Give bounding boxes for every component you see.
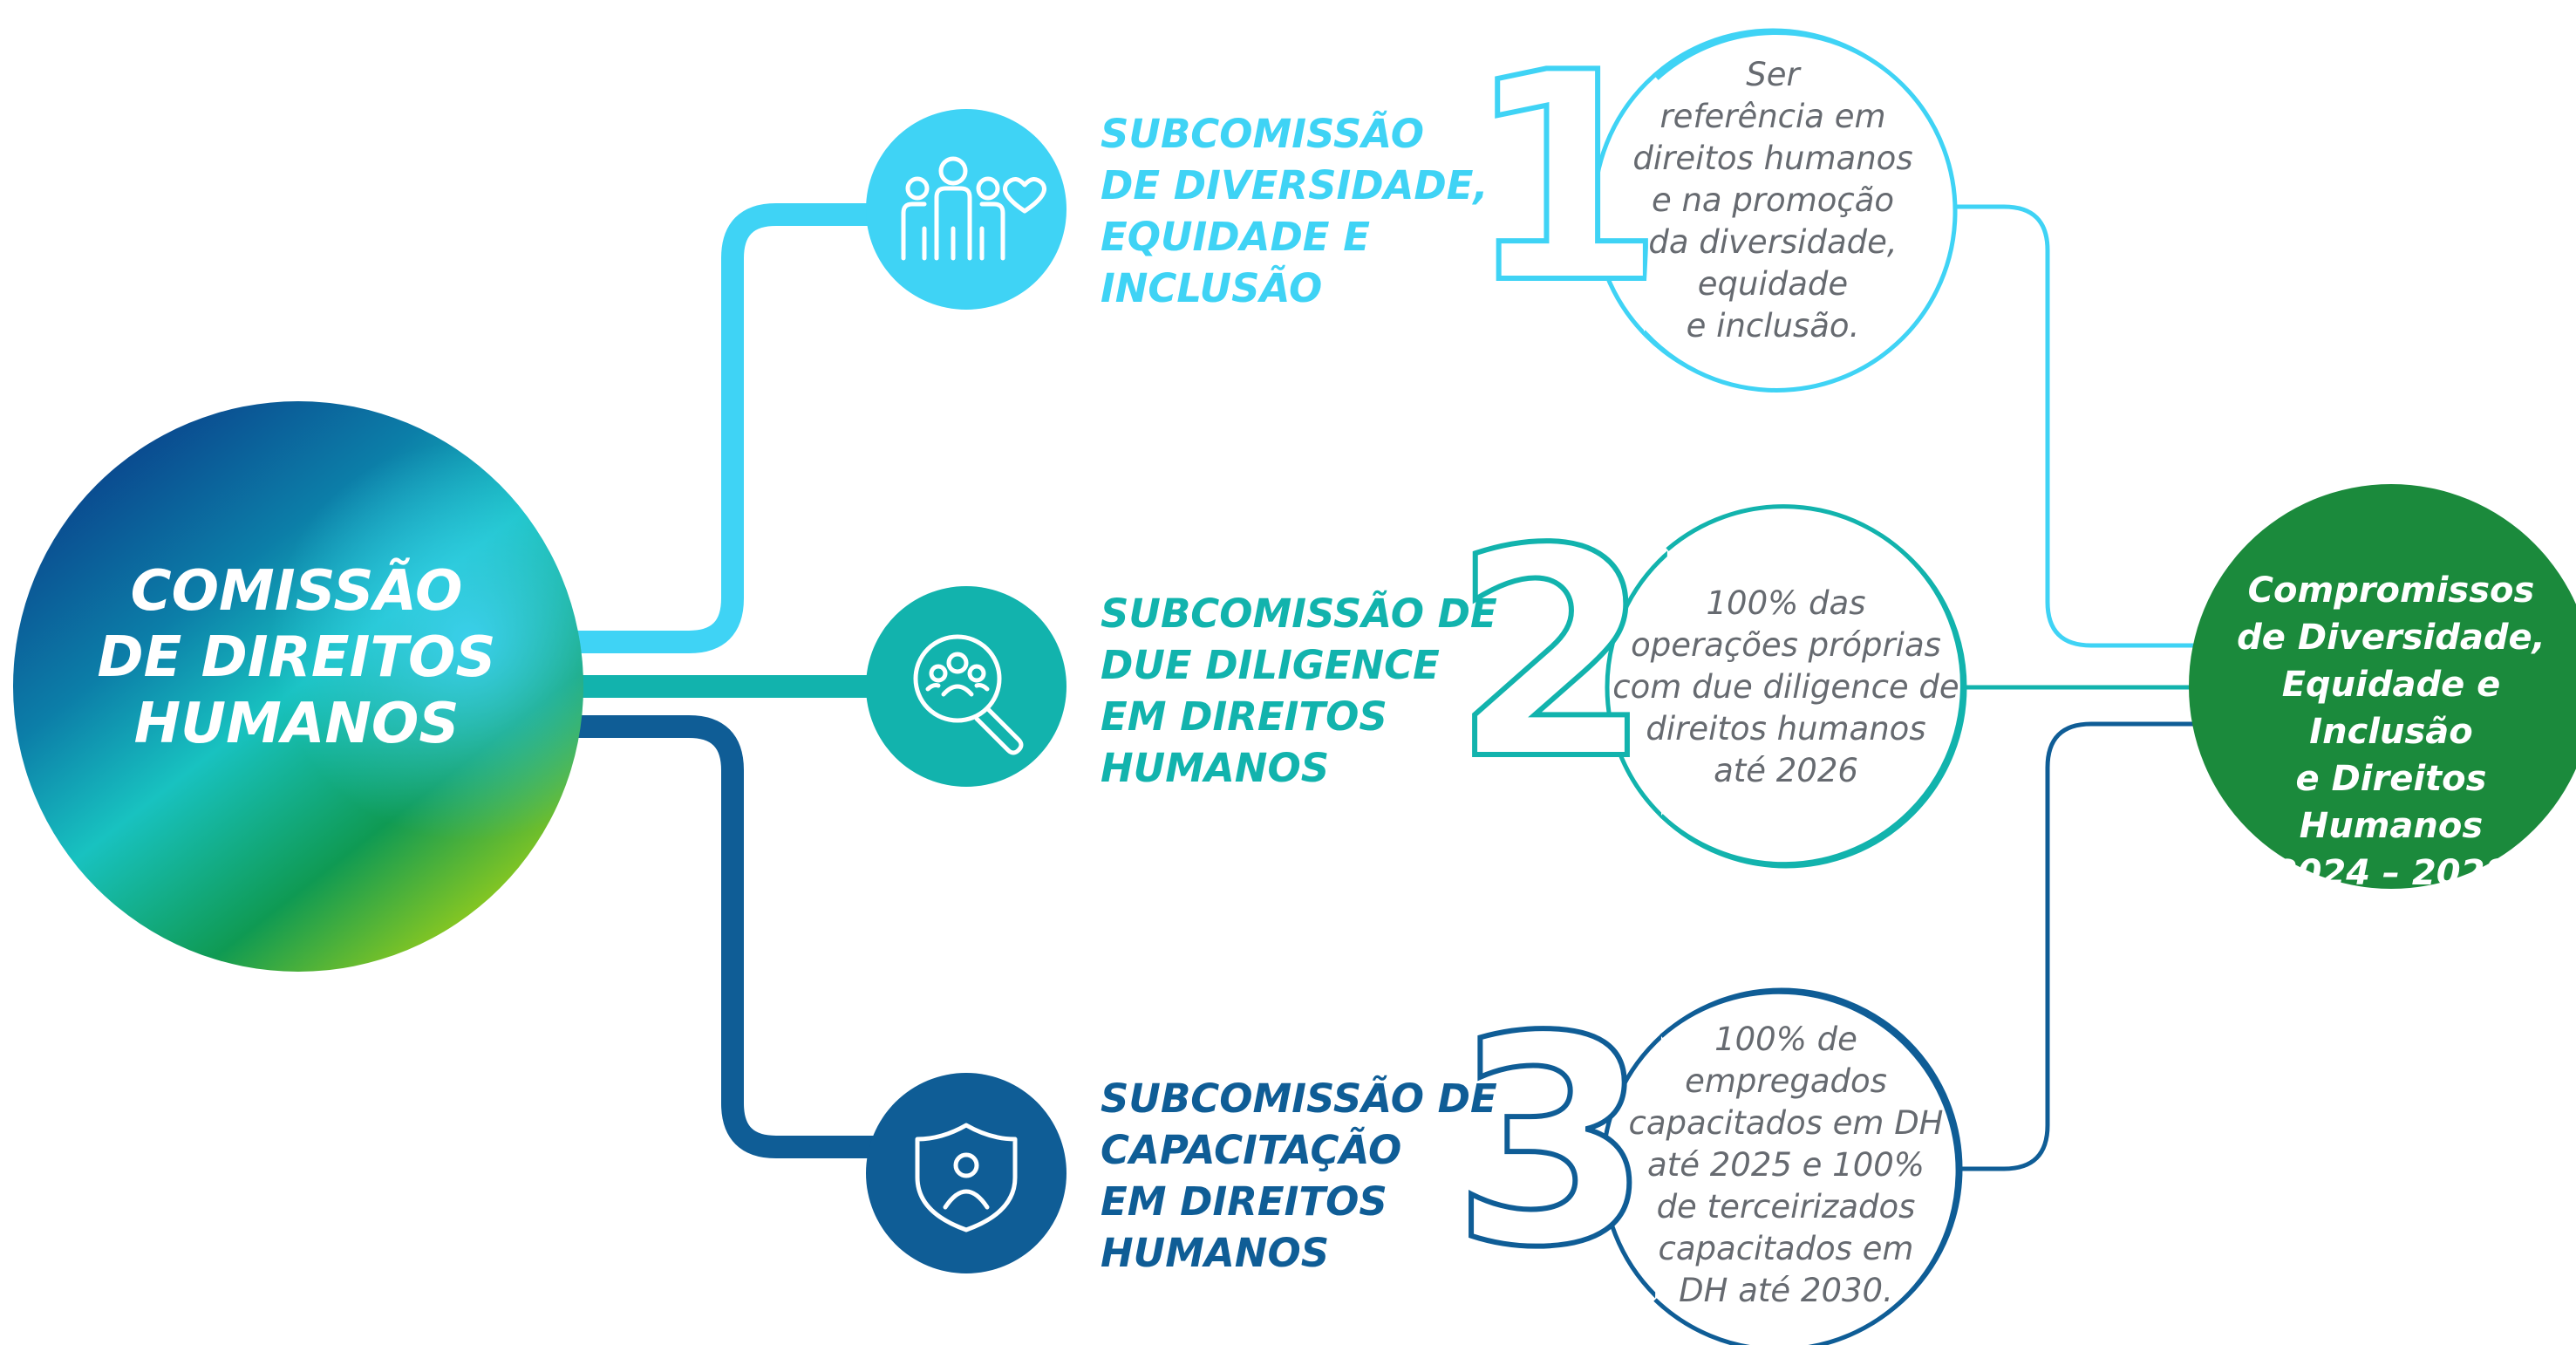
- connector-goal-3: [1960, 721, 2232, 1171]
- subcommittee-circle-1: [866, 109, 1067, 310]
- subcommittee-circle-3: [866, 1073, 1067, 1273]
- goal-number-1: 1: [1462, 11, 1668, 346]
- goal-number-2: 2: [1449, 488, 1655, 823]
- connector-cyan: [558, 203, 924, 653]
- goal-number-3: 3: [1449, 975, 1655, 1310]
- connector-blue: [558, 715, 924, 1158]
- subcommittee-title-2: SUBCOMISSÃO DE DUE DILIGENCE EM DIREITOS…: [1101, 591, 1497, 791]
- commitments-circle: [2189, 484, 2576, 889]
- subcommittee-circle-2: [866, 586, 1067, 787]
- goal-text-1: Ser referência em direitos humanos e na …: [1632, 56, 1913, 345]
- goal-text-2: 100% das operações próprias com due dili…: [1612, 584, 1959, 789]
- people-search-icon: [913, 634, 1024, 755]
- subcommittee-title-1: SUBCOMISSÃO DE DIVERSIDADE, EQUIDADE E I…: [1101, 111, 1489, 311]
- main-title: COMISSÃO DE DIREITOS HUMANOS: [97, 559, 496, 756]
- goal-text-3: 100% de empregados capacitados em DH até…: [1628, 1021, 1944, 1309]
- shield-person-icon: [915, 1123, 1018, 1232]
- connector-goal-1: [1952, 204, 2232, 648]
- commitments-title: Compromissos de Diversidade, Equidade e …: [2237, 570, 2545, 893]
- people-heart-icon: [901, 156, 1046, 261]
- subcommittee-title-3: SUBCOMISSÃO DE CAPACITAÇÃO EM DIREITOS H…: [1101, 1075, 1497, 1276]
